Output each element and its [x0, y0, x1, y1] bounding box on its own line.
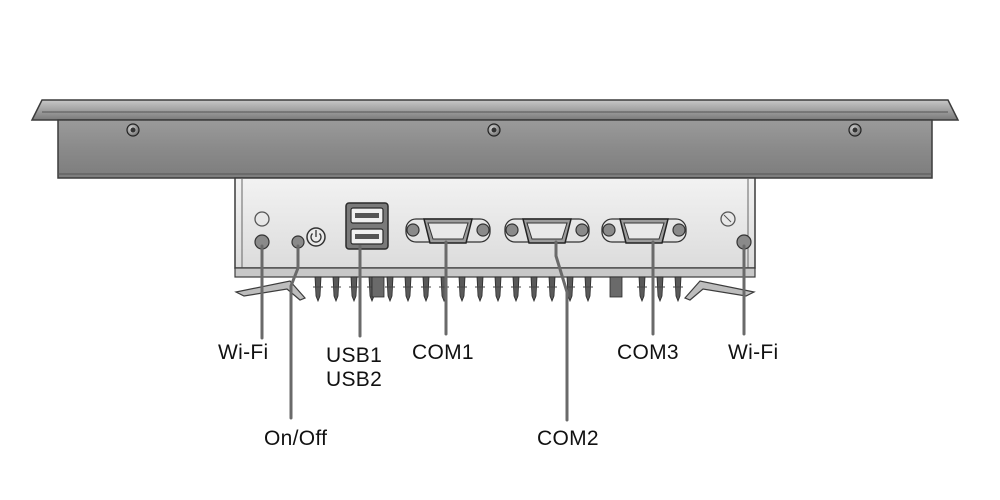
heatsink-fin — [332, 276, 340, 303]
heatsink-fin — [476, 276, 484, 303]
heatsink-fin — [386, 276, 394, 303]
heatsink-fin — [350, 276, 358, 303]
heatsink-fin — [548, 276, 556, 303]
heatsink-fin — [422, 276, 430, 303]
heatsink-fin — [584, 276, 592, 303]
housing-screw-right — [848, 123, 862, 137]
antenna-hole-right-upper — [720, 211, 736, 227]
front-bezel — [30, 99, 960, 121]
heatsink-fin — [314, 276, 322, 303]
com2-port — [504, 218, 590, 244]
label-com1: COM1 — [412, 341, 474, 364]
heatsink-fins — [313, 276, 683, 303]
power-button-icon — [306, 227, 326, 247]
heatsink-fin — [638, 276, 646, 303]
label-usb1: USB1 — [326, 344, 383, 367]
com1-port — [405, 218, 491, 244]
heatsink-fin — [494, 276, 502, 303]
heatsink-block — [371, 276, 385, 298]
housing-screw-left — [126, 123, 140, 137]
housing-screw-center — [487, 123, 501, 137]
heatsink-block — [609, 276, 623, 298]
label-on-off: On/Off — [264, 427, 328, 450]
heatsink-fin — [656, 276, 664, 303]
heatsink-fin — [404, 276, 412, 303]
label-wifi-right: Wi-Fi — [728, 341, 779, 364]
leader-on-off — [289, 244, 300, 420]
label-wifi-left: Wi-Fi — [218, 341, 269, 364]
label-com2: COM2 — [537, 427, 599, 450]
mounting-clip-left — [234, 280, 307, 301]
leader-lines — [260, 240, 746, 422]
antenna-hole-left-upper — [254, 211, 270, 227]
label-usb: USB1 USB2 — [326, 344, 382, 392]
com3-port — [601, 218, 687, 244]
io-box — [234, 177, 756, 269]
label-com3: COM3 — [617, 341, 679, 364]
heatsink-fin — [674, 276, 682, 303]
leader-com2 — [554, 240, 569, 422]
usb-port-stack — [345, 202, 389, 250]
label-usb2: USB2 — [326, 368, 383, 391]
heatsink-fin — [530, 276, 538, 303]
mounting-clip-right — [683, 280, 756, 301]
heatsink-fin — [512, 276, 520, 303]
heatsink-fin — [458, 276, 466, 303]
